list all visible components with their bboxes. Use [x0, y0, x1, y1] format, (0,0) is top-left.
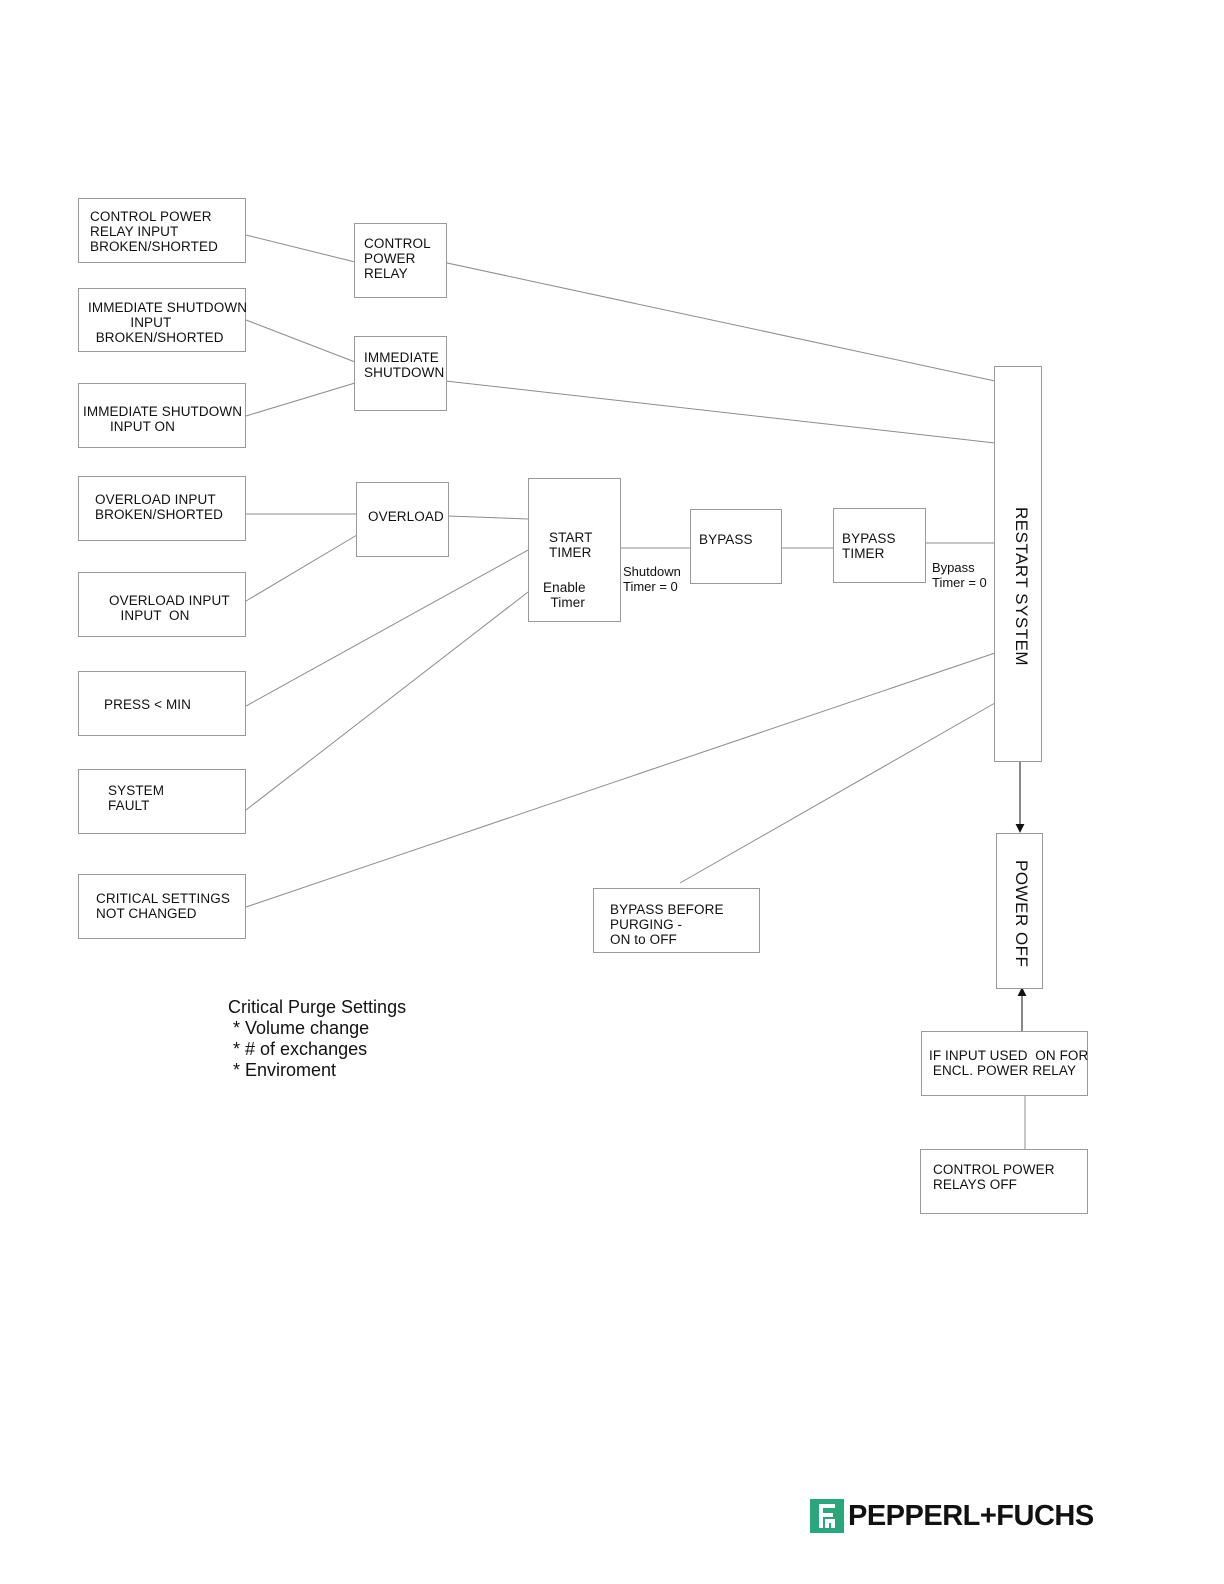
box-immediate-shutdown-input-broken: IMMEDIATE SHUTDOWN INPUT BROKEN/SHORTED	[78, 288, 247, 352]
wire-imm-on-to-sd	[245, 382, 356, 417]
box-control-power-relays-off: CONTROL POWER RELAYS OFF	[920, 1149, 1088, 1214]
box-press-min: PRESS < MIN	[78, 671, 246, 736]
note-title: Critical Purge Settings	[228, 997, 407, 1017]
wire-fault-to-start	[245, 591, 529, 811]
pepperl-fuchs-logo: PEPPERL+FUCHS	[810, 1498, 1094, 1534]
label-shutdown-timer: Shutdown Timer = 0	[623, 564, 681, 594]
box-overload-input-broken: OVERLOAD INPUT BROKEN/SHORTED	[78, 476, 246, 541]
box-bypass-timer: BYPASS TIMER	[833, 508, 926, 583]
box-immediate-shutdown-input-on: IMMEDIATE SHUTDOWN INPUT ON	[78, 383, 246, 448]
label-bypass-timer-zero: Bypass Timer = 0	[932, 560, 987, 590]
logo-wordmark: PEPPERL+FUCHS	[848, 1499, 1094, 1532]
box-bypass: BYPASS	[690, 509, 782, 584]
wire-ovl-on-to-ovl	[245, 534, 358, 602]
box-restart-system: RESTART SYSTEM	[994, 366, 1042, 762]
wire-sd-to-restart	[409, 376, 996, 444]
box-control-power-relay-input: CONTROL POWER RELAY INPUT BROKEN/SHORTED	[78, 198, 246, 263]
box-power-off: POWER OFF	[996, 833, 1043, 989]
box-bypass-before-purging: BYPASS BEFORE PURGING - ON to OFF	[593, 888, 760, 953]
pf-logo-icon	[810, 1499, 844, 1533]
note-item: * # of exchanges	[228, 1039, 368, 1059]
wire-bbp-to-restart	[679, 702, 996, 884]
critical-purge-settings-note: Critical Purge Settings * Volume change …	[228, 997, 406, 1081]
wire-critical-to-restart	[245, 652, 996, 908]
box-immediate-shutdown: IMMEDIATE SHUTDOWN	[354, 336, 447, 411]
wire-imm-broken-to-sd	[245, 319, 356, 363]
wire-cp-input-to-relay	[245, 234, 356, 263]
box-overload: OVERLOAD	[356, 482, 449, 557]
box-if-input-used: IF INPUT USED ON FOR ENCL. POWER RELAY	[921, 1031, 1088, 1096]
wire-cp-relay-to-restart	[409, 254, 996, 382]
wire-press-to-start	[245, 549, 529, 707]
wire-ovl-to-start	[447, 515, 529, 520]
note-item: * Volume change	[228, 1018, 370, 1038]
box-system-fault: SYSTEM FAULT	[78, 769, 246, 834]
note-item: * Enviroment	[228, 1060, 337, 1080]
box-overload-input-on: OVERLOAD INPUT INPUT ON	[78, 572, 246, 637]
box-critical-settings: CRITICAL SETTINGS NOT CHANGED	[78, 874, 246, 939]
box-control-power-relay: CONTROL POWER RELAY	[354, 223, 447, 298]
box-start-timer: START TIMER Enable Timer	[528, 478, 621, 622]
